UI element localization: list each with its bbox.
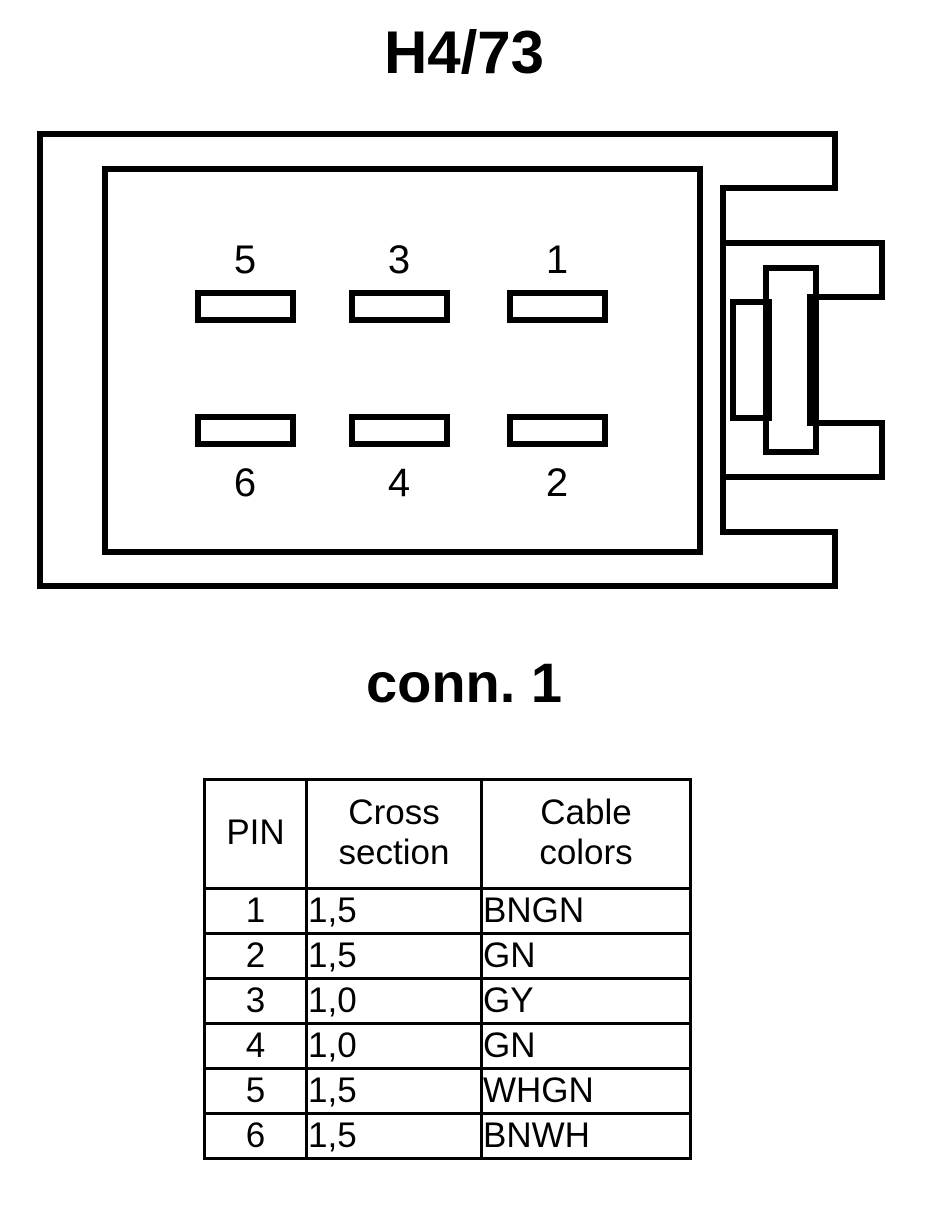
table-row: 2 1,5 GN	[203, 932, 692, 980]
pin-label-3: 3	[388, 238, 410, 282]
table-row: 4 1,0 GN	[203, 1022, 692, 1070]
connector-svg: 5 3 1 6 4 2	[37, 131, 885, 589]
column-header-cable-colors-line2: colors	[539, 833, 633, 872]
cell-pin: 5	[203, 1067, 308, 1115]
page-title: H4/73	[383, 19, 545, 86]
cell-cable-colors: GN	[480, 932, 692, 980]
cell-cross-section: 1,0	[305, 1022, 483, 1070]
cell-cable-colors: GN	[480, 1022, 692, 1070]
pin-slot-3[interactable]	[349, 290, 450, 323]
table-row: 5 1,5 WHGN	[203, 1067, 692, 1115]
pin-label-5: 5	[234, 238, 256, 282]
cell-cross-section: 1,0	[305, 977, 483, 1025]
cell-cross-section: 1,5	[305, 1112, 483, 1160]
column-header-cross-section: Cross section	[305, 778, 483, 890]
connector-inner-panel	[102, 166, 703, 555]
connector-outer-housing	[37, 131, 838, 589]
connector-diagram: 5 3 1 6 4 2	[20, 120, 908, 620]
cell-pin: 1	[203, 887, 308, 935]
cell-pin: 6	[203, 1112, 308, 1160]
cell-pin: 3	[203, 977, 308, 1025]
cell-pin: 4	[203, 1022, 308, 1070]
connector-latch-outer	[723, 240, 885, 480]
pin-label-2: 2	[546, 461, 568, 505]
table-header: PIN Cross section Cable colors	[203, 778, 692, 890]
pin-label-1: 1	[546, 238, 568, 282]
table-row: 6 1,5 BNWH	[203, 1112, 692, 1160]
pin-slot-1[interactable]	[507, 290, 608, 323]
connector-latch-nub	[730, 299, 772, 421]
table-row: 3 1,0 GY	[203, 977, 692, 1025]
pin-label-4: 4	[388, 461, 410, 505]
column-header-pin-line1: PIN	[226, 813, 285, 852]
cell-cable-colors: BNGN	[480, 887, 692, 935]
cell-cable-colors: BNWH	[480, 1112, 692, 1160]
pin-slot-4[interactable]	[349, 414, 450, 447]
column-header-cross-section-line2: section	[338, 833, 450, 872]
pin-table-container: PIN Cross section Cable colors 1 1,5	[203, 778, 692, 1160]
connector-caption: conn. 1	[365, 651, 563, 714]
pin-slot-2[interactable]	[507, 414, 608, 447]
cell-cross-section: 1,5	[305, 887, 483, 935]
cell-pin: 2	[203, 932, 308, 980]
cell-cable-colors: GY	[480, 977, 692, 1025]
column-header-cable-colors: Cable colors	[480, 778, 692, 890]
table-body: 1 1,5 BNGN 2 1,5 GN 3 1,0 GY 4 1,0 G	[203, 887, 692, 1160]
table-row: 1 1,5 BNGN	[203, 887, 692, 935]
column-header-cross-section-line1: Cross	[348, 793, 440, 832]
column-header-pin: PIN	[203, 778, 308, 890]
cell-cross-section: 1,5	[305, 1067, 483, 1115]
pin-slot-6[interactable]	[195, 414, 296, 447]
pin-assignment-table: PIN Cross section Cable colors 1 1,5	[203, 778, 692, 1160]
pin-slot-5[interactable]	[195, 290, 296, 323]
pin-label-6: 6	[234, 461, 256, 505]
column-header-cable-colors-line1: Cable	[540, 793, 632, 832]
table-header-row: PIN Cross section Cable colors	[203, 778, 692, 890]
cell-cable-colors: WHGN	[480, 1067, 692, 1115]
cell-cross-section: 1,5	[305, 932, 483, 980]
